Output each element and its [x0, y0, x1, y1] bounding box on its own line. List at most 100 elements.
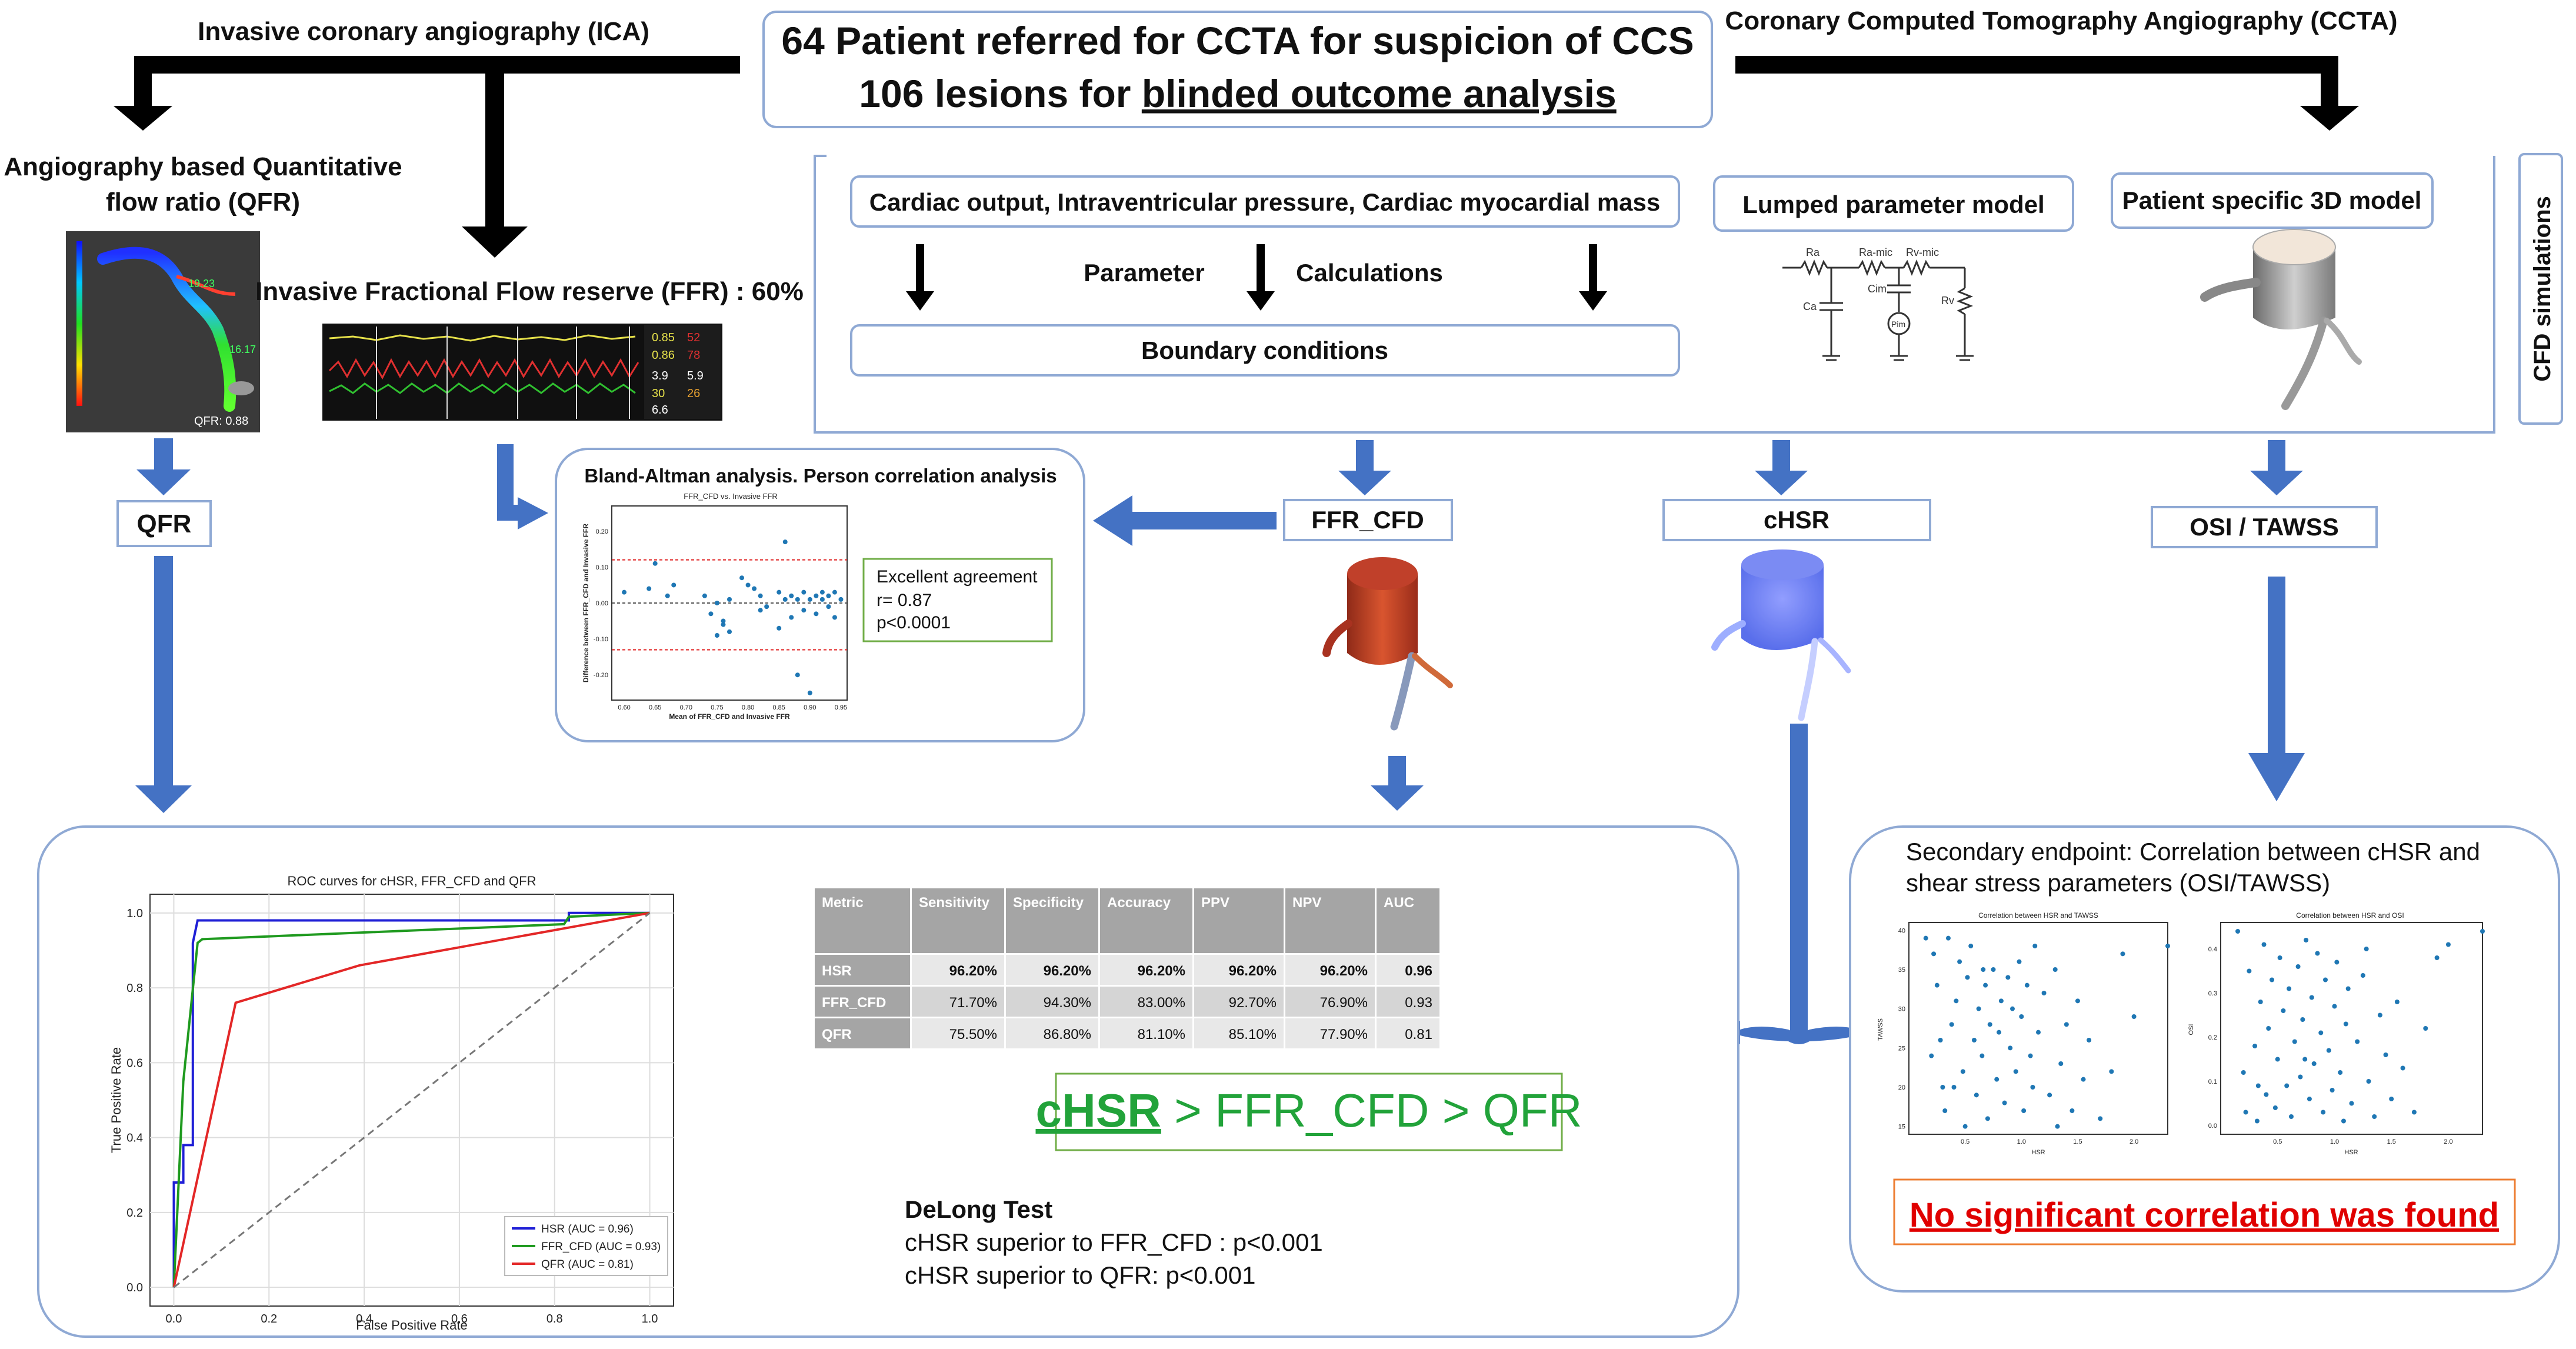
table-cell-bg — [1006, 987, 1098, 1017]
tawss-plot-point — [2087, 1038, 2092, 1042]
table-cell: 0.93 — [1405, 995, 1432, 1011]
qfr-vessel-label-2: 16.17 — [229, 344, 256, 355]
tawss-plot-point — [2109, 1069, 2114, 1074]
secondary-line-2: shear stress parameters (OSI/TAWSS) — [1906, 869, 2330, 897]
bland-tick-y: -0.10 — [594, 636, 608, 643]
table-cell-bg — [1285, 955, 1375, 985]
table-cell: 85.10% — [1229, 1027, 1277, 1042]
bland-point — [838, 597, 844, 602]
superiority-rest: > FFR_CFD > QFR — [1161, 1084, 1582, 1137]
table-cell-bg — [912, 1018, 1004, 1048]
tawss-plot-point — [1976, 1006, 1981, 1011]
tawss-plot-tick-y: 15 — [1898, 1124, 1905, 1131]
osi-plot-point — [2366, 1079, 2371, 1084]
osi-plot-point — [2480, 929, 2485, 934]
bland-point — [665, 593, 670, 598]
bland-point — [826, 604, 831, 609]
ffr-cfd-label-box — [1283, 499, 1453, 541]
bland-point — [622, 589, 627, 595]
tawss-plot-point — [2055, 1124, 2060, 1129]
osi-plot-tick-x: 0.5 — [2273, 1138, 2282, 1145]
bland-point — [721, 622, 726, 627]
osi-plot-point — [2288, 1114, 2294, 1119]
bland-point — [752, 586, 757, 591]
secondary-line-1: Secondary endpoint: Correlation between … — [1906, 838, 2480, 865]
table-header-specificity: Specificity — [1013, 895, 1084, 911]
osi-plot-tick-x: 2.0 — [2444, 1138, 2452, 1145]
tawss-plot-point — [1938, 1038, 1943, 1042]
bland-point — [832, 589, 837, 595]
tawss-plot-tick-x: 2.0 — [2130, 1138, 2138, 1145]
bland-point — [739, 575, 745, 581]
invasive-ffr-title: Invasive Fractional Flow reserve (FFR) :… — [255, 277, 804, 306]
osi-plot-point — [2300, 1017, 2305, 1022]
osi-plot-point — [2309, 995, 2314, 1000]
osi-plot-point — [2243, 1110, 2248, 1115]
lumped-label: Lumped parameter model — [1742, 191, 2044, 218]
invasive-ffr-tracing-image: 0.85 52 0.86 78 3.9 5.9 30 26 6.6 — [322, 324, 722, 421]
tawss-plot-point — [1968, 944, 1974, 948]
chsr-label-box — [1662, 499, 1931, 541]
tawss-plot-frame — [1908, 922, 2168, 1135]
tawss-plot-tick-x: 0.5 — [1961, 1138, 1970, 1145]
bland-tick-x: 0.75 — [711, 704, 723, 711]
bland-point — [647, 586, 652, 591]
tawss-plot-point — [1945, 935, 1951, 941]
osi-plot-point — [2372, 1114, 2377, 1119]
bland-tick-y: 0.10 — [596, 564, 608, 571]
table-header-cell — [1285, 888, 1375, 953]
table-cell-bg — [815, 987, 910, 1017]
table-cell-bg — [1194, 987, 1284, 1017]
table-cell-bg — [912, 955, 1004, 985]
osi-plot-point — [2355, 1039, 2360, 1044]
ffr-panel-value-4: 78 — [687, 349, 700, 362]
tawss-plot-tick-y: 30 — [1898, 1006, 1905, 1013]
no-correlation-box — [1893, 1178, 2516, 1245]
roc-legend-qfr: QFR (AUC = 0.81) — [541, 1258, 634, 1271]
bland-tick-y: 0.20 — [596, 528, 608, 535]
osi-plot-point — [2270, 977, 2275, 982]
circuit-label-rv: Rv — [1941, 295, 1954, 307]
osi-plot-point — [2284, 1083, 2290, 1088]
header-line-2: 106 lesions for blinded outcome analysis — [859, 72, 1616, 115]
tawss-plot-point — [2030, 1085, 2035, 1090]
osi-plot-point — [2343, 1021, 2348, 1027]
osi-plot-point — [2434, 955, 2440, 960]
osi-plot-point — [2247, 968, 2252, 974]
ccta-branch-label: Coronary Computed Tomography Angiography… — [1725, 6, 2397, 35]
tawss-plot-point — [1949, 1022, 1954, 1027]
circuit-label-ra: Ra — [1806, 247, 1820, 258]
tawss-plot-tick-y: 20 — [1898, 1084, 1905, 1091]
osi-plot-point — [2389, 1097, 2394, 1101]
table-cell: 96.20% — [949, 963, 997, 979]
osi-plot-point — [2302, 1057, 2308, 1062]
tawss-plot-point — [2008, 1045, 2013, 1051]
table-cell: 0.96 — [1405, 963, 1432, 979]
tawss-plot-point — [1974, 1092, 1979, 1098]
bland-point — [789, 615, 794, 620]
osi-plot-point — [2334, 960, 2340, 965]
tawss-plot-tick-y: 25 — [1898, 1045, 1905, 1052]
tawss-plot-point — [1931, 951, 1937, 957]
table-cell: 86.80% — [1044, 1027, 1091, 1042]
ffr-panel-value-9: 6.6 — [652, 404, 668, 417]
ccta-branch-arrows — [1735, 56, 2359, 131]
table-header-cell — [815, 888, 910, 953]
cfd-side-label: CFD simulations — [2530, 196, 2555, 382]
delong-line-2: cHSR superior to QFR: p<0.001 — [905, 1261, 1255, 1289]
bland-point — [714, 601, 719, 605]
agreement-box — [862, 558, 1053, 642]
osi-plot-point — [2264, 1092, 2269, 1097]
tawss-plot-point — [2064, 1022, 2069, 1027]
tawss-plot-point — [1965, 975, 1970, 980]
ffr-panel-value-5: 3.9 — [652, 369, 668, 382]
ica-branch-label: Invasive coronary angiography (ICA) — [198, 17, 649, 46]
roc-ylabel: True Positive Rate — [109, 1047, 124, 1153]
tawss-plot-point — [2028, 1053, 2033, 1058]
table-cell-bg — [1006, 1018, 1098, 1048]
boundary-box — [850, 324, 1680, 377]
bland-point — [764, 604, 769, 609]
osi-plot-tick-y: 0.4 — [2208, 946, 2217, 953]
